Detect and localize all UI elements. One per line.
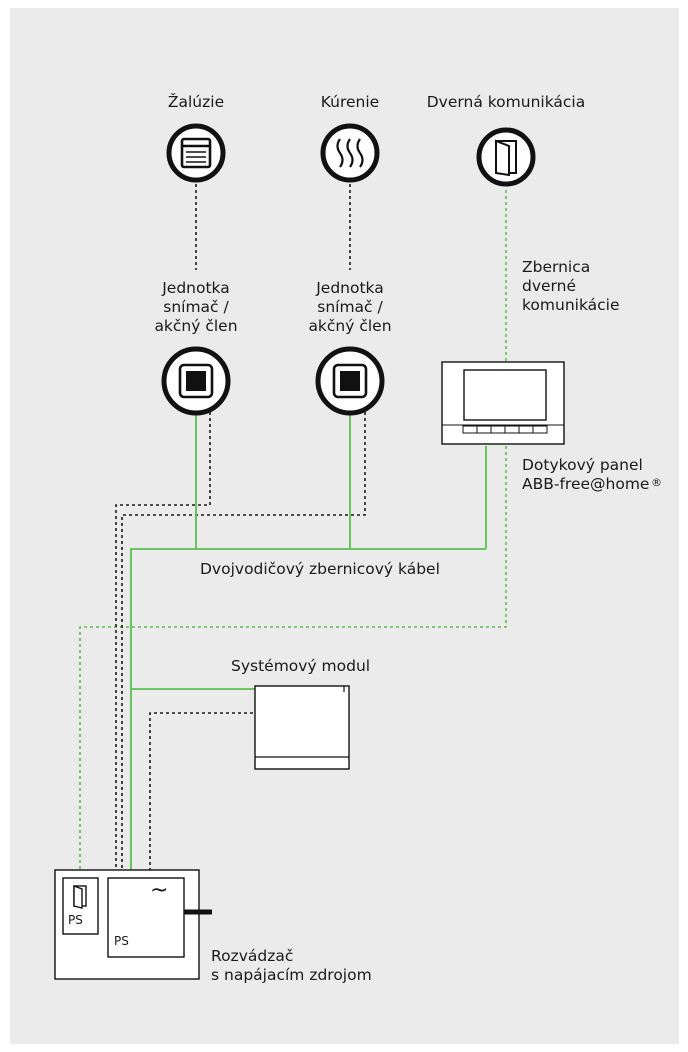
label-heating: Kúrenie <box>320 93 380 111</box>
label-door-communication: Dverná komunikácia <box>426 93 586 111</box>
door-icon <box>476 127 536 187</box>
door-bus-line-lower <box>79 440 507 878</box>
sensor-actuator-icon <box>315 346 385 416</box>
label-ps-door: PS <box>68 913 83 927</box>
touch-panel-registered-mark: ® <box>651 476 662 489</box>
touch-panel-icon <box>441 361 565 445</box>
label-system-module: Systémový modul <box>231 657 371 675</box>
label-sensor-unit-2: Jednotka snímač / akčný člen <box>308 279 392 335</box>
label-touch-panel: Dotykový panel ABB-free@home <box>522 456 650 493</box>
door-power-supply-icon <box>73 884 87 909</box>
distribution-board <box>54 869 212 980</box>
bus-main-line <box>130 548 486 878</box>
label-sensor-unit-1: Jednotka snímač / akčný člen <box>154 279 238 335</box>
sensor-actuator-icon <box>161 346 231 416</box>
ac-symbol: ~ <box>150 878 169 903</box>
system-module-icon <box>254 685 350 770</box>
blinds-icon <box>166 123 226 183</box>
label-distribution-board: Rozvádzač s napájacím zdrojom <box>211 947 372 984</box>
mains-line-unit1 <box>115 412 211 878</box>
label-blinds: Žalúzie <box>167 93 225 111</box>
mains-line-unit2 <box>121 412 366 878</box>
heating-icon <box>320 123 380 183</box>
label-two-wire-bus-cable: Dvojvodičový zbernicový kábel <box>200 560 440 578</box>
label-ps-main: PS <box>114 934 129 948</box>
mains-line-system-module <box>149 712 253 878</box>
label-door-bus: Zbernica dverné komunikácie <box>522 258 620 314</box>
